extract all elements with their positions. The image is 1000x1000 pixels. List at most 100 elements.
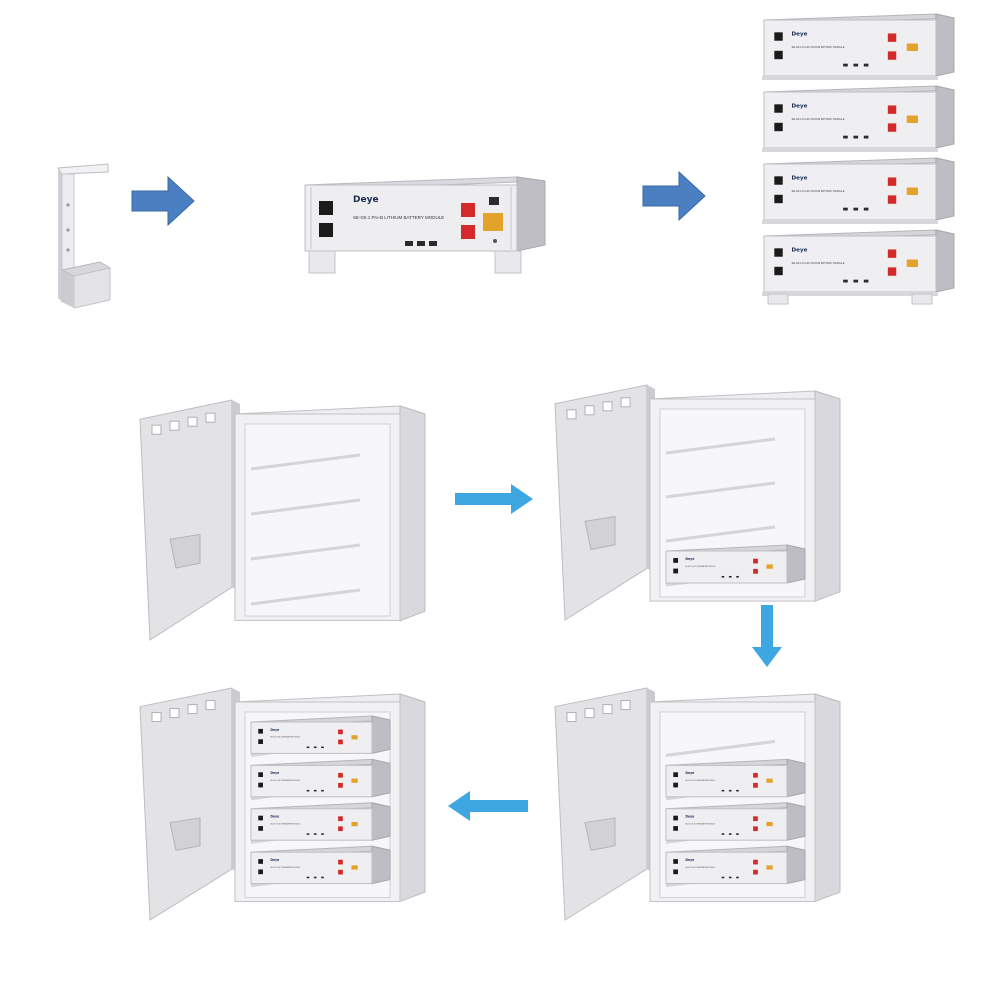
breaker [351, 821, 358, 827]
port [853, 135, 859, 139]
port [728, 575, 732, 578]
brand-label: Deye [685, 557, 694, 561]
terminal-negative [887, 195, 897, 204]
port [843, 63, 848, 67]
shelf-plate [762, 292, 938, 296]
port [306, 876, 310, 879]
port [736, 575, 739, 578]
module-side [371, 758, 391, 798]
port [313, 789, 317, 792]
cabinet-side [814, 390, 841, 602]
breaker [906, 115, 918, 123]
power-switch [673, 772, 678, 778]
bracket-illustration [50, 160, 120, 310]
port [863, 135, 869, 139]
model-label: SE-G5.1 Pro-B LITHIUM BATTERY MODULE [792, 117, 845, 121]
port [853, 207, 859, 211]
model-label: SE-G5.1 Pro-B LITHIUM BATTERY MODULE [270, 779, 300, 782]
stack-foot [911, 293, 933, 305]
port [843, 279, 848, 283]
rail [665, 437, 776, 455]
terminal-negative [338, 826, 343, 832]
port [313, 833, 317, 835]
module-side [371, 715, 391, 755]
port [736, 876, 739, 879]
door-bracket [169, 817, 201, 851]
terminal-positive [338, 859, 343, 865]
port [728, 789, 732, 792]
brand-label: Deye [270, 728, 279, 732]
port [853, 279, 859, 283]
power-switch [258, 728, 263, 734]
brand-label: Deye [270, 858, 279, 862]
port [313, 746, 317, 749]
port [306, 833, 310, 835]
arrow-right-icon [642, 170, 706, 222]
port [843, 207, 848, 211]
rail [250, 588, 361, 606]
power-switch [774, 176, 783, 185]
vent-slot [187, 416, 198, 427]
port [321, 833, 324, 835]
cabinet-side [399, 405, 426, 622]
cabinet-empty [139, 399, 430, 641]
terminal-negative [338, 782, 343, 788]
power-switch [258, 869, 263, 875]
module-side [935, 13, 955, 77]
vent-slot [620, 700, 631, 711]
power-switch [673, 826, 678, 831]
model-label: SE-G5.1 Pro-B LITHIUM BATTERY MODULE [270, 736, 300, 739]
rail [665, 739, 776, 757]
power-switch [673, 869, 678, 875]
brand-label: Deye [685, 858, 694, 862]
terminal-negative [753, 869, 758, 875]
module-side [935, 157, 955, 221]
cabinet-drawing [139, 399, 426, 641]
breaker [351, 865, 358, 870]
model-label: SE-G5.1 Pro-B LITHIUM BATTERY MODULE [792, 261, 845, 265]
terminal-negative [338, 869, 343, 875]
cabinet-door [139, 687, 233, 921]
model-label: SE-G5.1 Pro-B LITHIUM BATTERY MODULE [792, 189, 845, 193]
arrow-down-icon [752, 605, 782, 667]
port [306, 789, 310, 792]
terminal-negative [887, 51, 897, 60]
breaker [766, 564, 773, 569]
model-label: SE-G5.1 Pro-B LITHIUM BATTERY MODULE [685, 823, 715, 826]
port [321, 876, 324, 879]
model-label: SE-G5.1 Pro-B LITHIUM BATTERY MODULE [685, 565, 715, 568]
brand-label: Deye [792, 248, 808, 254]
cabinet-interior [244, 423, 391, 617]
terminal-positive [887, 105, 897, 114]
module-side [786, 544, 806, 584]
vent-slot [602, 704, 613, 715]
vent-slot [584, 405, 595, 416]
model-label: SE-G5.1 Pro-B LITHIUM BATTERY MODULE [353, 215, 445, 220]
vent-slot [566, 712, 577, 723]
model-label: SE-G5.1 Pro-B LITHIUM BATTERY MODULE [685, 779, 715, 782]
power-switch [774, 50, 783, 60]
breaker [766, 865, 773, 870]
door-bracket [584, 817, 616, 851]
vent-slot [151, 424, 162, 435]
module-side [371, 802, 391, 841]
door-bracket [584, 516, 616, 551]
port [863, 279, 869, 283]
rail [250, 543, 361, 561]
rail [665, 481, 776, 499]
brand-label: Deye [792, 104, 808, 110]
port [721, 789, 725, 792]
power-switch [774, 266, 783, 276]
power-switch [673, 859, 678, 864]
